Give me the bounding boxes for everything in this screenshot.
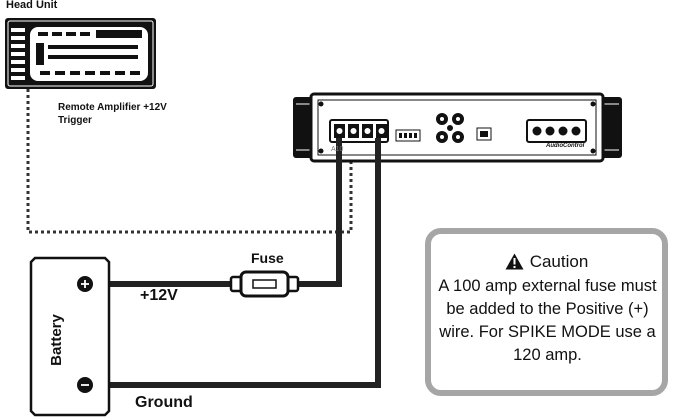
ground-wire [85,138,381,388]
plus-terminal-icon [77,276,93,292]
battery-label: Battery [48,314,65,366]
head-unit-label: Head Unit [6,0,58,11]
amplifier-model: A10 [331,146,344,153]
amplifier-brand-logo: AudioControl [546,143,585,149]
amplifier [293,92,622,163]
positive-label: +12V [140,287,178,304]
head-unit [5,18,156,89]
caution-box: Caution A 100 amp external fuse must be … [425,228,668,396]
positive-wire [85,138,342,287]
fuse-label: Fuse [251,250,284,266]
caution-text: A 100 amp external fuse must be added to… [438,277,657,364]
warning-triangle-icon [505,253,524,275]
minus-terminal-icon [77,377,93,393]
battery [29,256,111,417]
remote-trigger-label: Remote Amplifier +12V Trigger [58,102,167,126]
caution-heading: Caution [431,252,662,275]
ground-label: Ground [135,394,193,411]
fuse [229,270,300,298]
caution-title: Caution [529,252,589,271]
